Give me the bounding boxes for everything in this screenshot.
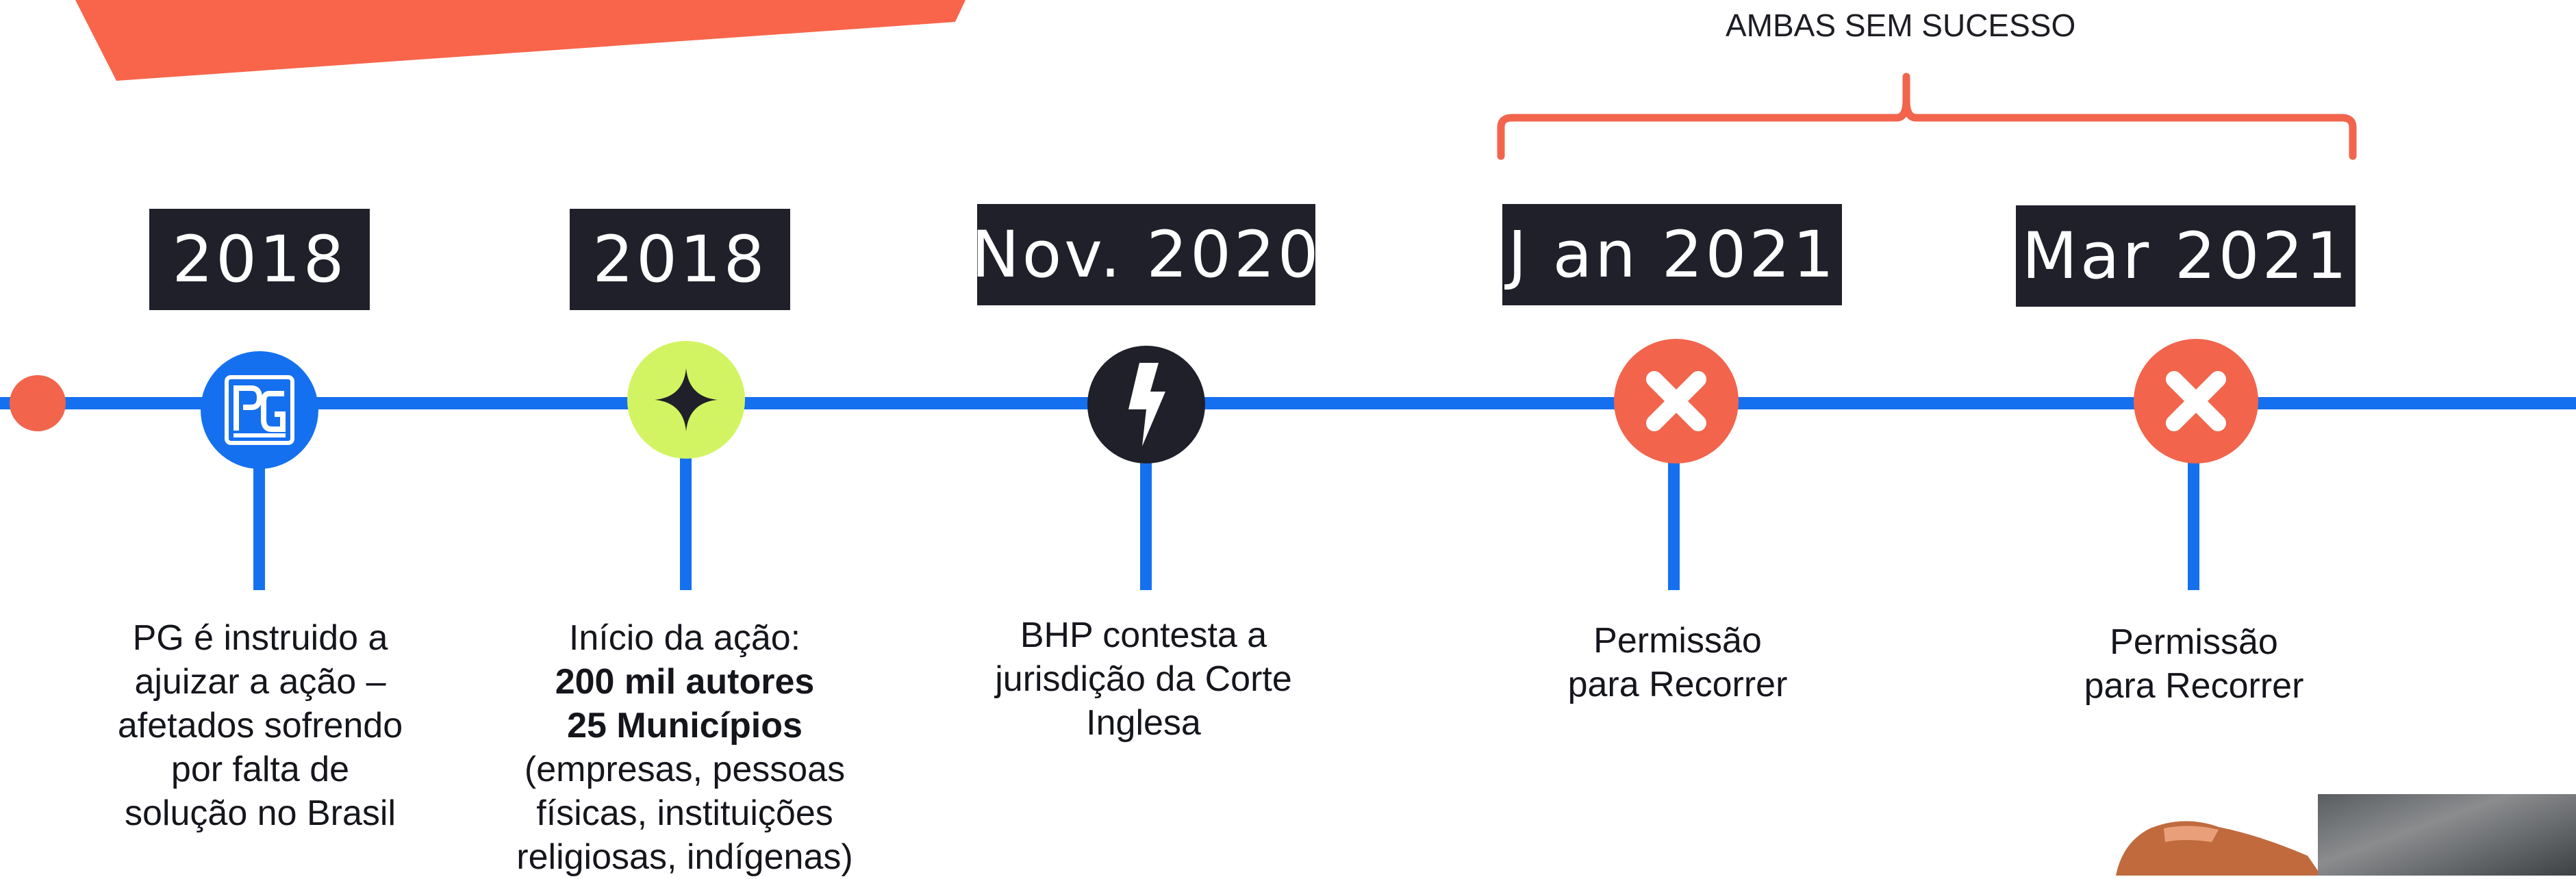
desc-line: Permissão: [1593, 621, 1762, 661]
desc-intro: Início da ação:: [568, 618, 801, 658]
desc-line: ajuizar a ação –: [134, 662, 386, 702]
bold-authors: 200 mil autores: [555, 662, 815, 702]
event-stem: [2188, 438, 2199, 590]
date-label-jan-2021: J an 2021: [1502, 204, 1842, 305]
event-description-1: PG é instruido a ajuizar a ação – afetad…: [82, 616, 438, 835]
desc-line: BHP contesta a: [1020, 615, 1267, 655]
desc-line: religiosas, indígenas): [516, 837, 853, 877]
desc-bold-municipalities: 25 Municípios: [479, 704, 890, 748]
x-mark-icon: [1614, 339, 1739, 463]
event-description-5: Permissão para Recorrer: [2016, 620, 2372, 708]
event-stem: [1668, 438, 1680, 590]
lightning-icon: [1087, 346, 1205, 463]
desc-line: PG é instruido a: [132, 618, 388, 658]
landscape-photo-fragment: [2318, 794, 2576, 876]
event-stem: [253, 438, 265, 590]
event-description-3: BHP contesta a jurisdição da Corte Ingle…: [952, 613, 1335, 745]
bracket-brace: [1497, 73, 2357, 160]
event-description-2: Início da ação: 200 mil autores 25 Munic…: [479, 616, 890, 879]
x-mark-icon: [2134, 339, 2258, 463]
bracket-label: AMBAS SEM SUCESSO: [1726, 8, 2076, 43]
desc-line: Permissão: [2110, 622, 2278, 662]
desc-line: por falta de: [171, 750, 350, 789]
pg-logo-icon: [201, 351, 318, 469]
desc-bold-authors: 200 mil autores: [479, 660, 890, 704]
bold-municipalities: 25 Municípios: [567, 706, 803, 746]
desc-line: afetados sofrendo: [117, 706, 403, 746]
desc-line: jurisdição da Corte: [995, 659, 1292, 699]
date-label-2018-second: 2018: [570, 209, 790, 310]
desc-line: (empresas, pessoas: [524, 750, 846, 789]
hand-photo-fragment: [2116, 821, 2321, 876]
desc-line: físicas, instituições: [536, 793, 833, 833]
star-icon: [627, 341, 745, 459]
desc-line: para Recorrer: [2084, 666, 2304, 706]
decorative-banner-shape: [75, 0, 965, 81]
timeline-start-dot: [10, 375, 66, 431]
desc-line: para Recorrer: [1567, 665, 1788, 704]
date-label-nov-2020: Nov. 2020: [971, 204, 1319, 305]
desc-line: solução no Brasil: [125, 793, 396, 833]
date-label-2018-first: 2018: [149, 209, 370, 310]
desc-line: Inglesa: [1086, 703, 1201, 743]
event-stem: [1140, 438, 1152, 590]
date-label-mar-2021: Mar 2021: [2016, 205, 2356, 307]
event-stem: [680, 438, 692, 590]
event-description-4: Permissão para Recorrer: [1500, 619, 1856, 706]
